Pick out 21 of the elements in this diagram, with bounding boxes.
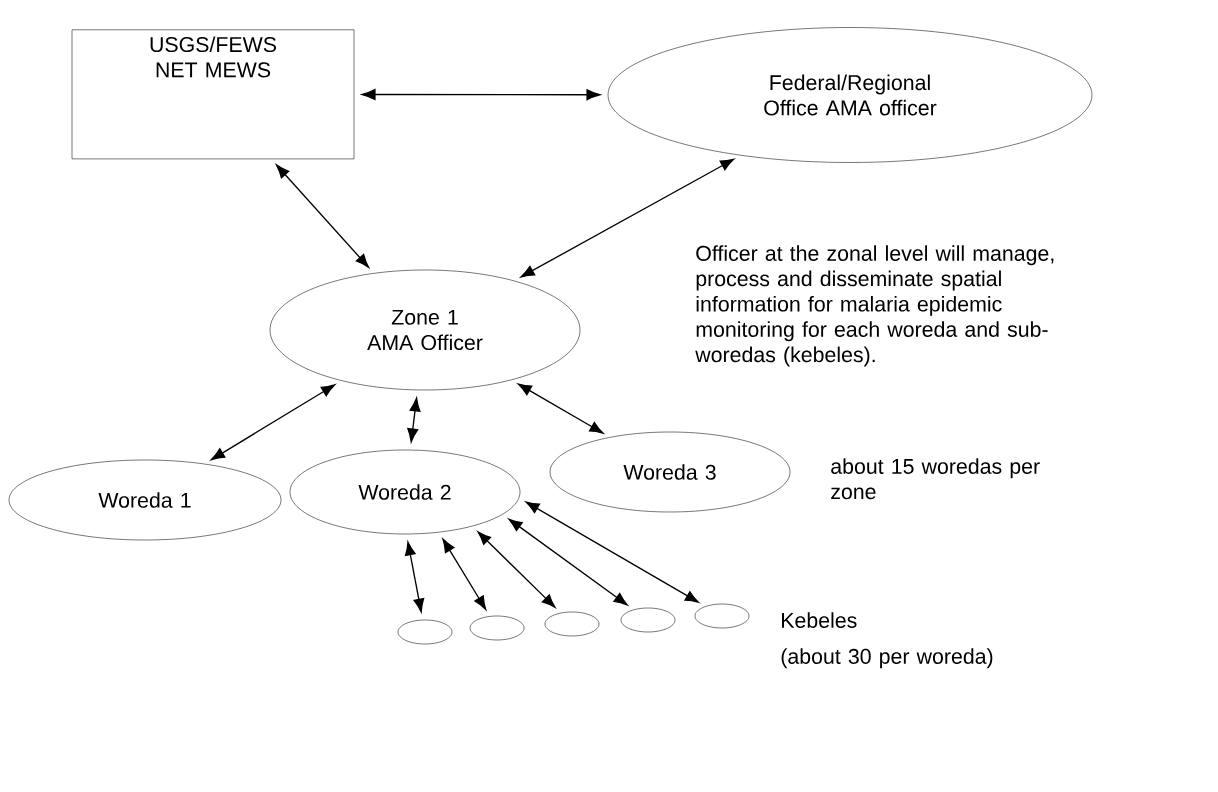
double-arrow xyxy=(508,518,628,606)
kebele-ellipse xyxy=(620,607,676,633)
double-arrow xyxy=(525,501,699,603)
double-arrow xyxy=(477,531,556,608)
source-box: USGS/FEWS NET MEWS xyxy=(71,29,355,160)
double-arrow xyxy=(404,541,425,613)
kebele-ellipse xyxy=(469,615,525,641)
double-arrow xyxy=(442,538,487,610)
double-arrow xyxy=(407,397,421,443)
double-arrow xyxy=(520,158,735,278)
kebele-ellipse xyxy=(397,619,453,645)
double-arrow xyxy=(361,89,601,101)
note-text: (about 30 per woreda) xyxy=(781,648,993,669)
kebele-ellipse xyxy=(544,611,600,637)
note-text: Kebeles xyxy=(782,612,857,628)
double-arrow xyxy=(517,383,604,434)
double-arrow xyxy=(275,164,370,268)
double-arrow xyxy=(210,384,336,461)
kebele-ellipse xyxy=(694,603,750,629)
note-text: about 15 woredas per zone xyxy=(831,458,1040,500)
note-text: Officer at the zonal level will manage, process and disseminate spatial information for malaria epidemic monitoring for each woreda and sub-woredas (kebeles). xyxy=(695,245,1054,367)
